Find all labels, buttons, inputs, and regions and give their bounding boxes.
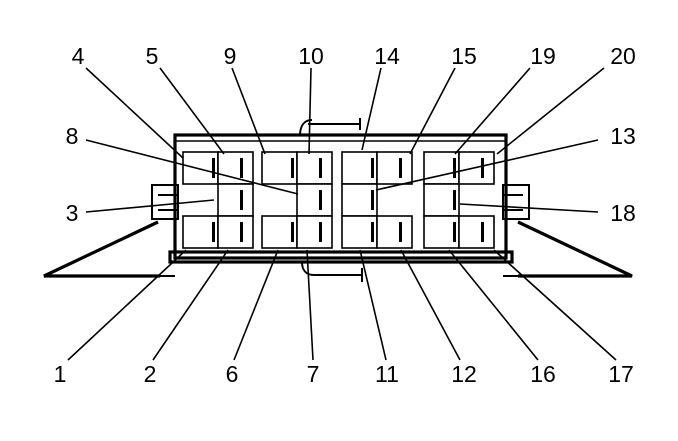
leader-line-13	[375, 139, 599, 191]
pin-label-19: 19	[530, 43, 556, 69]
pin-label-1: 1	[54, 361, 67, 387]
leader-line-19	[454, 67, 531, 155]
leader-line-9	[231, 67, 266, 155]
pin-label-10: 10	[298, 43, 324, 69]
leader-line-8	[85, 139, 299, 195]
leader-line-12	[400, 249, 461, 361]
pin-label-9: 9	[224, 43, 237, 69]
right-mounting-flange	[503, 220, 633, 278]
leader-line-11	[359, 249, 387, 361]
leader-line-5	[159, 67, 225, 155]
leader-line-17	[493, 249, 617, 361]
bottom-latch	[301, 261, 363, 282]
pin-block-2	[261, 151, 333, 249]
leader-line-18	[459, 203, 599, 213]
pin-label-18: 18	[610, 200, 636, 226]
pin-label-20: 20	[610, 43, 636, 69]
leader-line-6	[233, 249, 279, 361]
leader-line-4	[85, 67, 184, 159]
pin-label-12: 12	[451, 361, 477, 387]
leader-line-16	[448, 249, 539, 361]
pin-label-15: 15	[451, 43, 477, 69]
pin-label-4: 4	[72, 43, 85, 69]
pin-block-3	[341, 151, 413, 249]
pin-label-2: 2	[144, 361, 157, 387]
leader-line-3	[85, 199, 215, 213]
pin-label-14: 14	[374, 43, 400, 69]
pin-label-5: 5	[146, 43, 159, 69]
leader-line-14	[361, 67, 382, 151]
leader-line-7	[306, 249, 314, 361]
leader-line-20	[496, 67, 605, 155]
leader-line-10	[308, 67, 312, 155]
pin-label-3: 3	[66, 200, 79, 226]
leader-line-2	[152, 249, 229, 361]
left-mounting-flange	[43, 220, 175, 278]
leader-line-15	[409, 67, 456, 155]
pin-label-7: 7	[307, 361, 320, 387]
pin-label-8: 8	[66, 123, 79, 149]
pin-label-13: 13	[610, 123, 636, 149]
leader-lines	[67, 67, 617, 361]
leader-line-1	[67, 249, 187, 361]
pin-label-6: 6	[226, 361, 239, 387]
pin-label-16: 16	[530, 361, 556, 387]
pin-label-11: 11	[375, 361, 399, 387]
pin-block-1	[182, 151, 254, 249]
pin-labels: 4 5 9 10 14 15 19 20 8 13 3 18 1 2 6 7 1…	[54, 43, 636, 387]
pin-label-17: 17	[608, 361, 634, 387]
